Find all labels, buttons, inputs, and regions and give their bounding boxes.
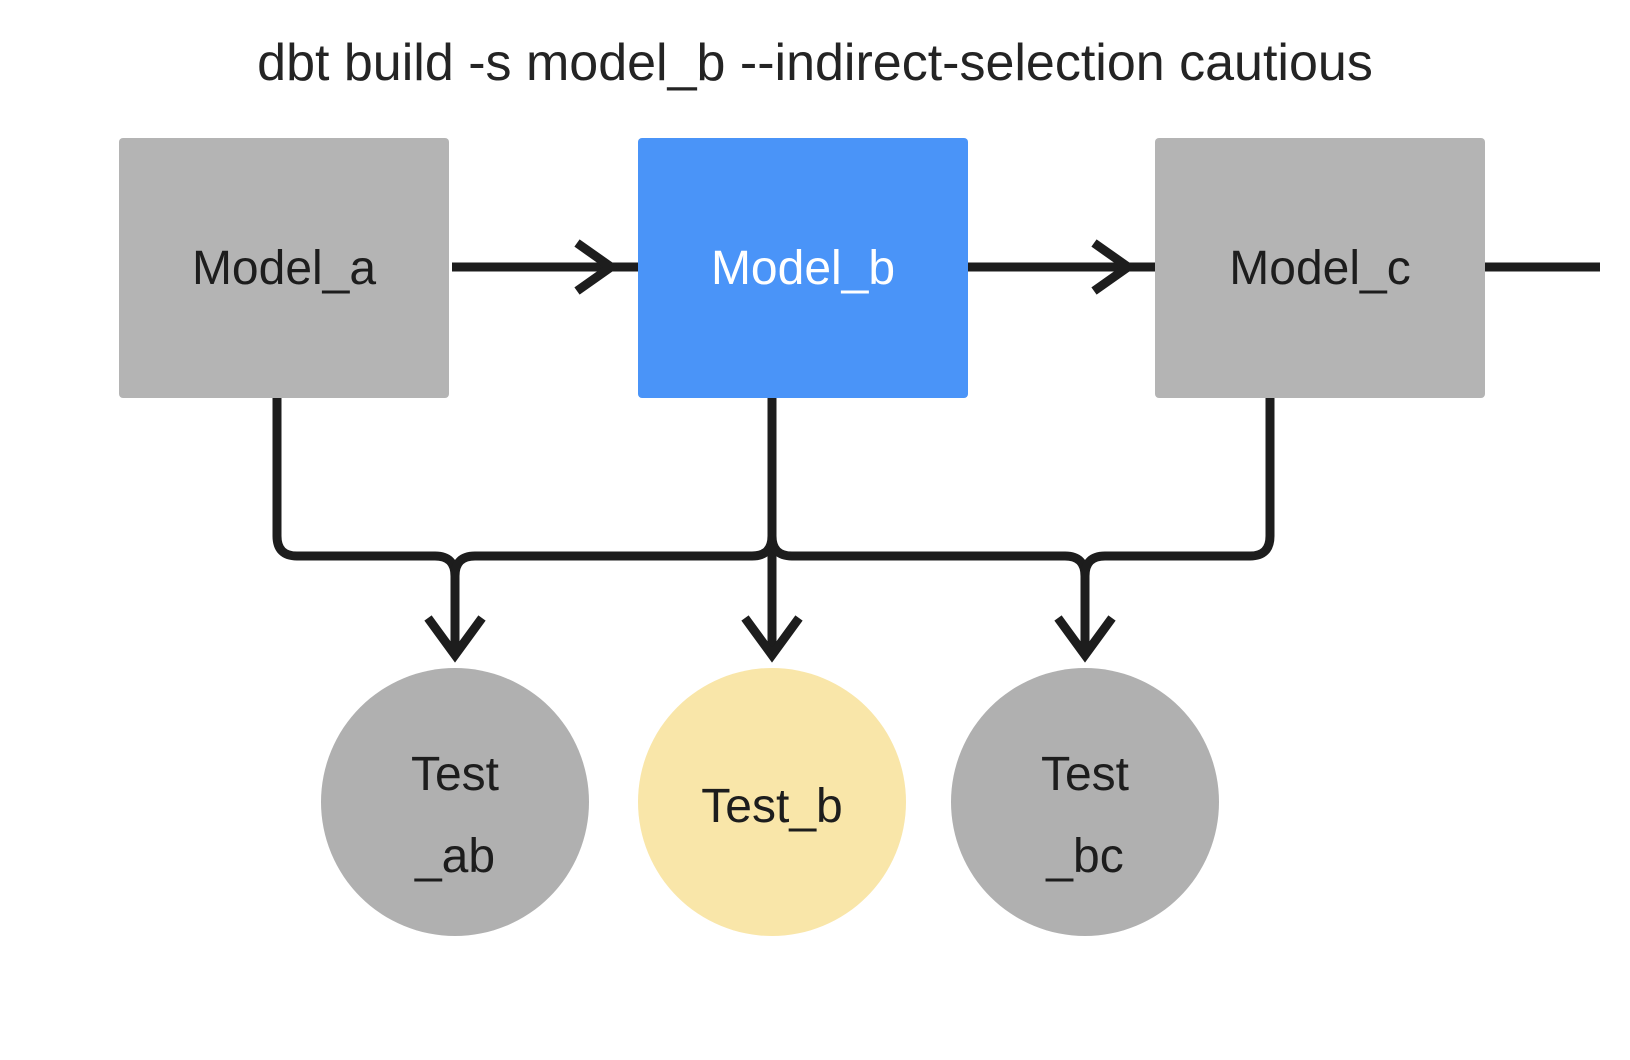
test-ab-label-line1: Test [411,748,499,801]
model-a-rect[interactable] [119,138,449,398]
test-bc-circle[interactable] [951,668,1219,936]
model-node-model-b[interactable]: Model_b [638,138,968,398]
model-c-rect[interactable] [1155,138,1485,398]
test-b-label: Test_b [701,780,842,833]
model-b-rect[interactable] [638,138,968,398]
test-bc-label-line1: Test [1041,748,1129,801]
edge-model-a-to-test-ab [272,398,486,663]
edge-model-c-to-test-bc [1080,398,1275,577]
edge-model-b-to-model-c [970,239,1136,295]
edge-model-b-to-test-ab [450,398,777,577]
test-ab-circle[interactable] [321,668,589,936]
edge-model-b-to-test-b [741,398,803,663]
test-ab-label-line2: _ab [414,830,495,883]
test-node-test-ab[interactable]: Test _ab [321,668,589,936]
test-node-test-bc[interactable]: Test _bc [951,668,1219,936]
model-node-model-c[interactable]: Model_c [1155,138,1485,398]
edge-model-b-to-test-bc [767,535,1116,663]
model-node-model-a[interactable]: Model_a [119,138,449,398]
model-c-label: Model_c [1229,242,1410,295]
model-a-label: Model_a [192,242,376,295]
model-b-label: Model_b [711,242,895,295]
page-title: dbt build -s model_b --indirect-selectio… [257,34,1373,92]
test-b-circle[interactable] [638,668,906,936]
test-bc-label-line2: _bc [1045,830,1123,883]
test-node-test-b[interactable]: Test_b [638,668,906,936]
